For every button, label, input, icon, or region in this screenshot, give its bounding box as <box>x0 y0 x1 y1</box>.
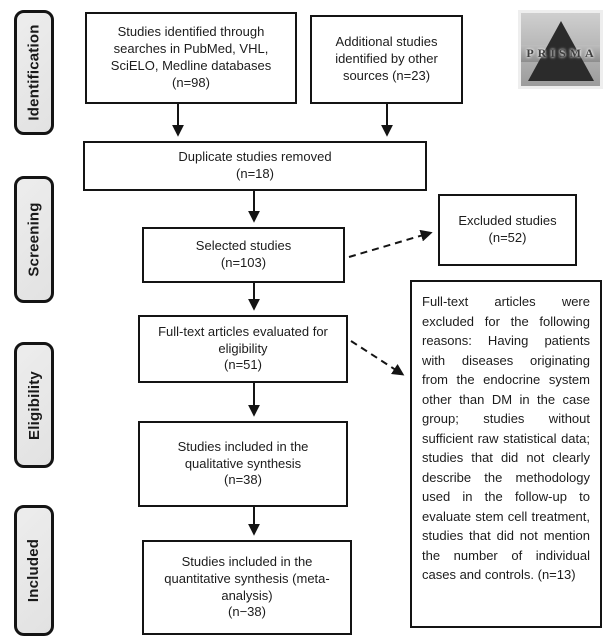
box-fulltext-evaluated: Full-text articles evaluated for eligibi… <box>138 315 348 383</box>
box-exclusion-reasons-text: Full-text articles were excluded for the… <box>422 294 590 582</box>
box-qualitative-synthesis: Studies included in the qualitative synt… <box>138 421 348 507</box>
stage-included: Included <box>14 505 54 636</box>
box-selected-studies: Selected studies (n=103) <box>142 227 345 283</box>
box-studies-identified-count: (n=98) <box>172 74 210 90</box>
arrow-selected-to-excluded-dashed <box>348 229 433 258</box>
stage-eligibility: Eligibility <box>14 342 54 468</box>
box-additional-studies-label: Additional studies identified by other s… <box>335 34 438 83</box>
box-fulltext-evaluated-label: Full-text articles evaluated for eligibi… <box>158 323 328 356</box>
stage-screening-label: Screening <box>25 202 43 277</box>
box-additional-studies: Additional studies identified by other s… <box>310 15 463 104</box>
box-quantitative-synthesis-label: Studies included in the quantitative syn… <box>164 553 330 603</box>
box-exclusion-reasons: Full-text articles were excluded for the… <box>410 280 602 628</box>
box-qualitative-synthesis-count: (n=38) <box>224 472 262 488</box>
box-quantitative-synthesis: Studies included in the quantitative syn… <box>142 540 352 635</box>
stage-included-label: Included <box>25 538 43 603</box>
box-duplicates-removed-count: (n=18) <box>236 166 274 181</box>
box-fulltext-evaluated-count: (n=51) <box>224 357 262 373</box>
box-quantitative-synthesis-count: (n−38) <box>228 604 266 620</box>
box-duplicates-removed-label: Duplicate studies removed <box>178 149 332 165</box>
box-excluded-studies-label: Excluded studies <box>458 213 557 229</box>
arrow-fulltext-to-reasons-dashed <box>350 340 405 376</box>
stage-eligibility-label: Eligibility <box>25 370 43 440</box>
prisma-logo: PRISMA <box>518 10 603 89</box>
box-excluded-studies-count: (n=52) <box>488 230 527 245</box>
box-studies-identified-label: Studies identified through searches in P… <box>110 24 272 73</box>
box-excluded-studies: Excluded studies (n=52) <box>438 194 577 266</box>
prisma-logo-background: PRISMA <box>521 13 600 86</box>
box-additional-studies-count: (n=23) <box>392 67 431 83</box>
box-studies-identified: Studies identified through searches in P… <box>85 12 297 104</box>
box-selected-studies-count: (n=103) <box>220 255 267 270</box>
stage-screening: Screening <box>14 176 54 303</box>
stage-identification-label: Identification <box>25 24 43 121</box>
prisma-logo-wordmark: PRISMA <box>526 46 598 60</box>
box-duplicates-removed: Duplicate studies removed (n=18) <box>83 141 427 191</box>
stage-identification: Identification <box>14 10 54 135</box>
box-selected-studies-label: Selected studies <box>195 238 292 254</box>
box-qualitative-synthesis-label: Studies included in the qualitative synt… <box>177 438 309 471</box>
prisma-triangle-icon <box>527 21 594 81</box>
box-additional-studies-text: Additional studies identified by other s… <box>320 34 453 85</box>
